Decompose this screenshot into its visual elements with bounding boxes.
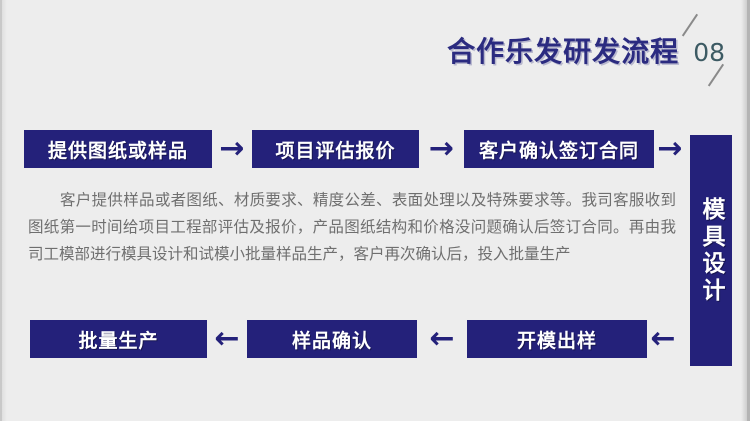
flow-step-mold-trial[interactable]: 开模出样 [467, 320, 647, 358]
process-description: 客户提供样品或者图纸、材质要求、精度公差、表面处理以及特殊要求等。我司客服收到图… [28, 191, 676, 263]
flow-row-top: 提供图纸或样品 → 项目评估报价 → 客户确认签订合同 → [2, 129, 747, 169]
slide-header: 合作乐发研发流程 08 [447, 13, 729, 87]
arrow-left-icon-1: ← [214, 321, 240, 356]
flow-step-mold-design[interactable]: 模具设计 [690, 135, 732, 366]
flow-step-mass-production[interactable]: 批量生产 [30, 320, 207, 358]
flow-step-provide-drawing[interactable]: 提供图纸或样品 [24, 130, 212, 168]
section-number-wrap: 08 [682, 13, 729, 87]
arrow-right-icon-1: → [219, 131, 245, 166]
slash-decoration-top-icon [682, 13, 698, 37]
slash-decoration-bottom-icon [708, 63, 724, 87]
flow-step-sample-confirm[interactable]: 样品确认 [247, 320, 417, 358]
arrow-left-icon-2: ← [429, 321, 455, 356]
flow-step-sign-contract[interactable]: 客户确认签订合同 [464, 130, 654, 168]
page-title: 合作乐发研发流程 [447, 35, 680, 68]
arrow-right-icon-3: → [657, 131, 683, 166]
arrow-right-icon-2: → [428, 131, 455, 166]
arrow-left-icon-3: ← [650, 321, 676, 356]
flow-row-bottom: 批量生产 ← 样品确认 ← 开模出样 ← [2, 319, 747, 359]
section-number: 08 [693, 38, 725, 67]
flow-step-project-quote[interactable]: 项目评估报价 [252, 130, 419, 168]
